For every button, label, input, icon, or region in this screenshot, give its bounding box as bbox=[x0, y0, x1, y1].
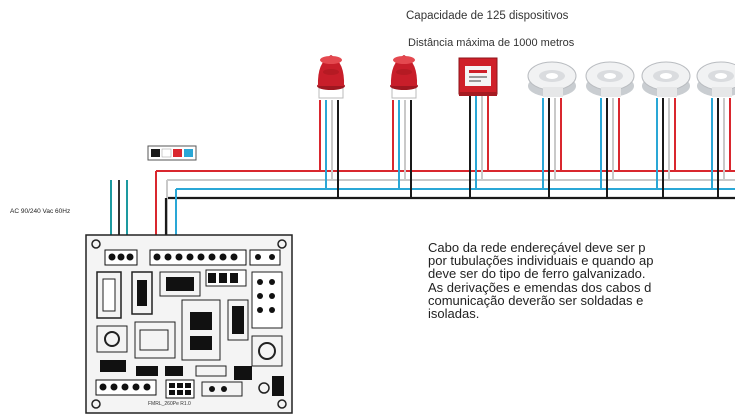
power-label: AC 90/240 Vac 60Hz bbox=[10, 208, 71, 215]
control-board bbox=[85, 234, 293, 414]
smoke-detector-icon bbox=[585, 61, 635, 97]
note-line: Cabo da rede endereçável deve ser p bbox=[428, 240, 646, 255]
distance-caption: Distância máxima de 1000 metros bbox=[408, 37, 575, 49]
installation-note: Cabo da rede endereçável deve ser p por … bbox=[428, 241, 735, 320]
note-line: isoladas. bbox=[428, 306, 480, 322]
note-line: por tubulações individuais e quando ap bbox=[428, 253, 654, 269]
capacity-caption: Capacidade de 125 dispositivos bbox=[406, 10, 569, 22]
siren-icon bbox=[317, 55, 345, 99]
note-line: deve ser do tipo de ferro galvanizado. bbox=[428, 266, 646, 282]
note-line: As derivações e emendas dos cabos d bbox=[428, 279, 652, 295]
smoke-detector-icon bbox=[641, 61, 691, 97]
device-drop-wires bbox=[319, 96, 731, 198]
board-silk-label: FMRL_260Pe R1.0 bbox=[148, 401, 191, 407]
siren-icon bbox=[390, 55, 418, 99]
smoke-detector-icon bbox=[696, 61, 735, 97]
smoke-detector-icon bbox=[527, 61, 577, 97]
manual-call-point-icon bbox=[458, 57, 498, 96]
bus-wires bbox=[156, 170, 735, 200]
wire-color-key bbox=[147, 145, 197, 161]
note-line: comunicação deverão ser soldadas e bbox=[428, 292, 644, 308]
